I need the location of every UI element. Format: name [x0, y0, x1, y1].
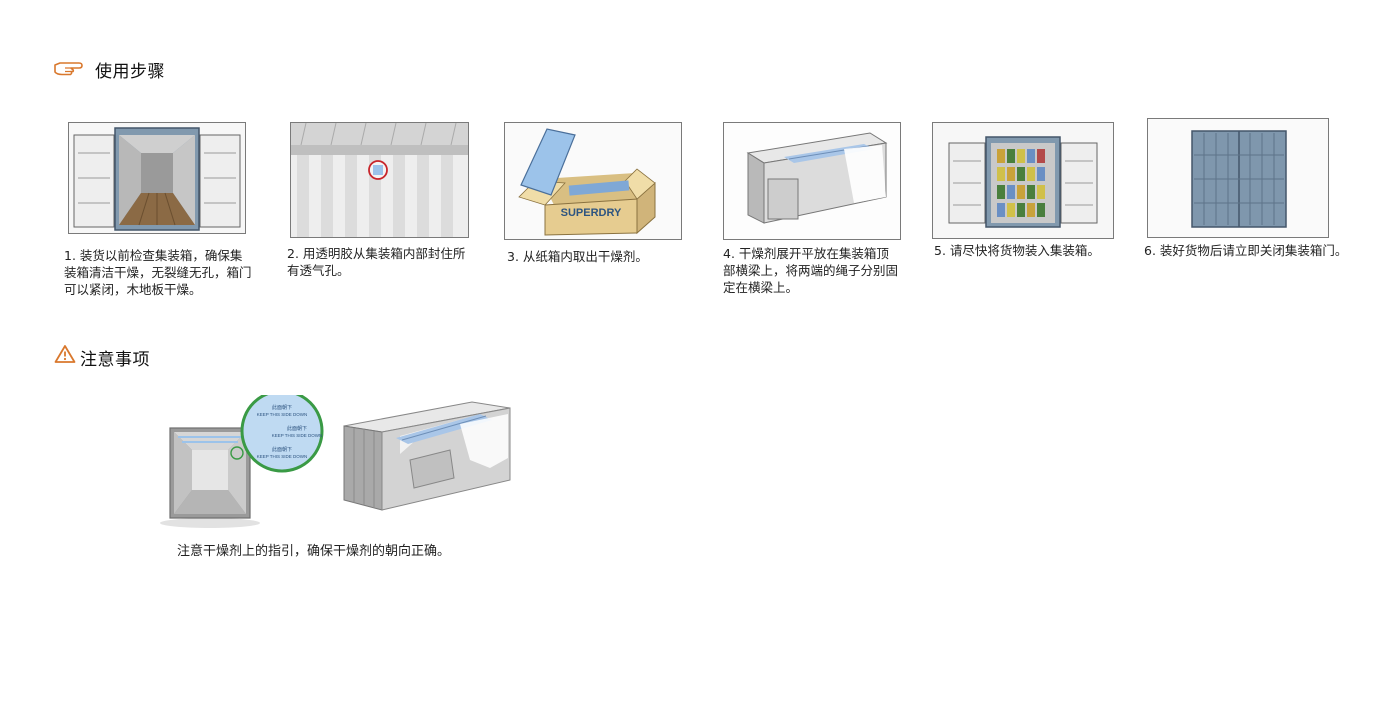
label-en-top: KEEP THIS SIDE DOWN: [257, 412, 308, 417]
notes-section-title: 注意事项: [80, 350, 150, 370]
pointing-hand-icon: [53, 59, 93, 79]
notes-container-cutaway-image: [340, 398, 512, 513]
label-cn-middle: 此面朝下: [287, 425, 307, 432]
step-5-caption: 5. 请尽快将货物装入集装箱。: [934, 243, 1100, 258]
warning-triangle-icon: [54, 344, 76, 364]
label-en-bottom: KEEP THIS SIDE DOWN: [257, 454, 308, 459]
step-3-image: SUPERDRY: [504, 122, 682, 240]
step-6-caption: 6. 装好货物后请立即关闭集装箱门。: [1144, 243, 1348, 258]
notes-container-interior-image: 此面朝下 KEEP THIS SIDE DOWN 此面朝下 KEEP THIS …: [160, 389, 330, 530]
step-6-image: [1147, 118, 1329, 238]
step-4-caption: 4. 干燥剂展开平放在集装箱顶部横梁上，将两端的绳子分别固定在横梁上。: [723, 246, 899, 295]
superdry-box-label: SUPERDRY: [561, 207, 622, 219]
step-4-image: [723, 122, 901, 240]
usage-section-title: 使用步骤: [95, 62, 165, 82]
step-2-image: [290, 122, 469, 238]
notes-caption: 注意干燥剂上的指引，确保干燥剂的朝向正确。: [177, 544, 451, 559]
step-1-caption: 1. 装货以前检查集装箱，确保集装箱清洁干燥，无裂缝无孔，箱门可以紧闭，木地板干…: [64, 248, 252, 297]
step-3-caption: 3. 从纸箱内取出干燥剂。: [507, 249, 648, 264]
label-cn-top: 此面朝下: [272, 404, 292, 411]
step-2-caption: 2. 用透明胶从集装箱内部封住所有透气孔。: [287, 246, 466, 278]
step-5-image: [932, 122, 1114, 239]
step-1-image: [68, 122, 246, 234]
label-cn-bottom: 此面朝下: [272, 446, 292, 453]
label-en-middle: KEEP THIS SIDE DOWN: [272, 433, 323, 438]
